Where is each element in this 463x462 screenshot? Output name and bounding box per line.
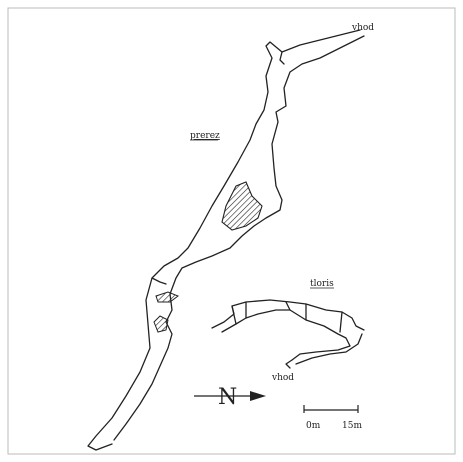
hatched-rock-small-2 — [153, 315, 169, 333]
north-arrow-icon — [194, 391, 266, 401]
north-letter: N — [218, 385, 237, 410]
scale-bar — [303, 405, 359, 413]
entrance-top-label: vhod — [351, 23, 374, 33]
section-outline — [87, 29, 365, 451]
scale-end-label: 15m — [342, 421, 362, 431]
plan-outline — [211, 299, 365, 369]
section-title: prerez — [190, 131, 220, 141]
drawing-border — [7, 7, 456, 455]
plan-title: tloris — [310, 279, 334, 289]
hatched-rock-large — [221, 181, 263, 231]
hatched-rock-small-1 — [155, 291, 180, 303]
entrance-plan-label: vhod — [271, 373, 294, 383]
scale-start-label: 0m — [306, 421, 321, 431]
